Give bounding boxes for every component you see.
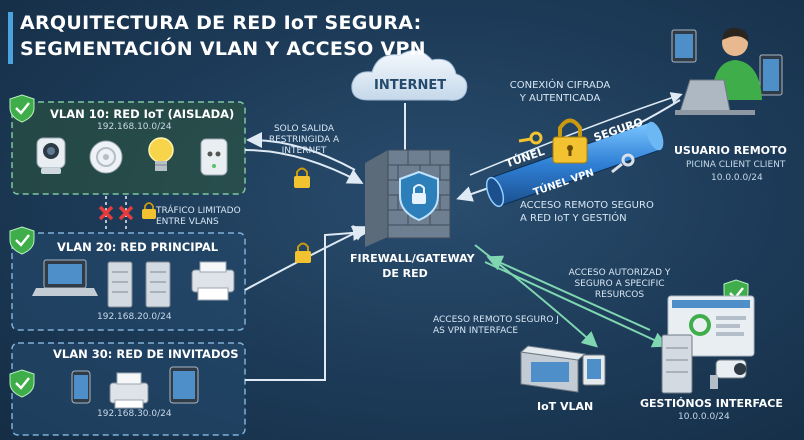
annotation-acceso-autorizado-line2: SEGURO A SPECIFIC [574, 279, 665, 289]
annotation-solo-salida-line3: INTERNET [281, 146, 327, 156]
annotation-acceso-iface: ACCESO REMOTO SEGURO J AS VPN INTERFACE [433, 315, 559, 337]
bulb-icon [148, 137, 174, 171]
internet-cloud-icon [351, 50, 468, 101]
annotation-conexion: CONEXIÓN CIFRADA Y AUTENTICADA [505, 79, 615, 105]
lock-icon-solo-salida [294, 167, 310, 188]
printer-icon-2 [109, 372, 149, 409]
annotation-acceso-vpn-line1: ACCESO REMOTO SEGURO [520, 200, 654, 211]
annotation-trafico-line1: TRÁFICO LIMITADO [156, 206, 241, 216]
title-line2: SEGMENTACIÓN VLAN Y ACCESO VPN [20, 38, 426, 60]
internet-label: INTERNET [374, 78, 447, 93]
shield-check-icon [9, 94, 35, 123]
annotation-trafico: TRÁFICO LIMITADO ENTRE VLANS [156, 206, 241, 228]
camera-icon [36, 137, 66, 174]
vlan10-box [11, 101, 246, 195]
annotation-solo-salida-line1: SOLO SALIDA [273, 124, 335, 134]
firewall-icon [365, 149, 451, 247]
annotation-acceso-iface-line2: AS VPN INTERFACE [433, 326, 519, 336]
remote-user-illustration [671, 27, 783, 115]
shield-check-icon-3 [9, 369, 35, 398]
deny-x-icon [98, 196, 134, 232]
vlan20-ip: 192.168.20.0/24 [97, 312, 172, 322]
lock-icon-trafico [142, 202, 156, 219]
vlan10-ip: 192.168.10.0/24 [97, 122, 172, 132]
annotation-conexion-line2: Y AUTENTICADA [519, 93, 601, 104]
title-accent-bar [8, 12, 13, 64]
tunnel-lock-icon [552, 118, 588, 164]
key-icon [518, 131, 543, 145]
remote-user-title: USUARIO REMOTO [674, 144, 787, 157]
tablet-icon [169, 366, 199, 404]
iot-vlan-label: IoT VLAN [537, 400, 594, 413]
vlan30-to-firewall-arrow [245, 224, 369, 381]
vlan10-title: VLAN 10: RED IoT (AISLADA) [50, 107, 235, 121]
vpn-tunnel [485, 121, 664, 208]
phone-icon [71, 370, 91, 404]
management-to-firewall-arrow [486, 255, 651, 331]
firewall-label-line2: DE RED [382, 267, 428, 280]
security-camera-icon [710, 359, 747, 389]
remote-user-sub: PICINA CLIENT CLIENT [686, 160, 786, 170]
laptop-icon [32, 259, 98, 296]
annotation-solo-salida: SOLO SALIDA RESTRINGIDA A INTERNET [262, 124, 346, 157]
annotation-acceso-vpn-line2: A RED IoT Y GESTIÓN [520, 213, 627, 224]
management-ip: 10.0.0.0/24 [678, 412, 730, 422]
management-title: GESTIÓNOS INTERFACE [640, 397, 783, 410]
firewall-to-management-arrow [484, 261, 669, 348]
firewall-label-line1: FIREWALL/GATEWAY [350, 252, 475, 265]
annotation-trafico-line2: ENTRE VLANS [156, 217, 219, 227]
annotation-acceso-autorizado-line3: RESURCOS [594, 290, 645, 300]
vlan30-ip: 192.168.30.0/24 [97, 409, 172, 419]
shield-check-icon-2 [9, 226, 35, 255]
annotation-acceso-vpn: ACCESO REMOTO SEGURO A RED IoT Y GESTIÓN [520, 199, 654, 225]
annotation-acceso-autorizado-line1: ACCESO AUTORIZAD Y [568, 268, 671, 278]
annotation-acceso-autorizado: ACCESO AUTORIZAD Y SEGURO A SPECIFIC RES… [562, 268, 677, 301]
annotation-acceso-iface-line1: ACCESO REMOTO SEGURO J [433, 315, 559, 325]
vlan30-title: VLAN 30: RED DE INVITADOS [53, 347, 239, 361]
printer-icon [191, 261, 235, 301]
key-icon-2 [611, 153, 635, 174]
iot-vlan-device-icon [519, 345, 606, 393]
title-line1: ARQUITECTURA DE RED IoT SEGURA: [20, 12, 422, 34]
server-icon-2 [145, 261, 171, 308]
management-server-icon [661, 334, 693, 394]
vlan10-to-firewall-arrow [244, 149, 364, 184]
remote-user-ip: 10.0.0.0/24 [711, 173, 763, 183]
annotation-conexion-line1: CONEXIÓN CIFRADA [509, 80, 611, 91]
smart-plug-icon [200, 138, 228, 176]
firewall-to-remote-arrow [469, 92, 683, 176]
annotation-solo-salida-line2: RESTRINGIDA A [268, 135, 340, 145]
vlan20-title: VLAN 20: RED PRINCIPAL [57, 240, 219, 254]
smoke-sensor-icon [89, 140, 123, 174]
lock-icon-vlan20 [295, 242, 311, 263]
firewall-to-vlan10-arrow [246, 132, 356, 171]
server-icon [107, 261, 133, 308]
